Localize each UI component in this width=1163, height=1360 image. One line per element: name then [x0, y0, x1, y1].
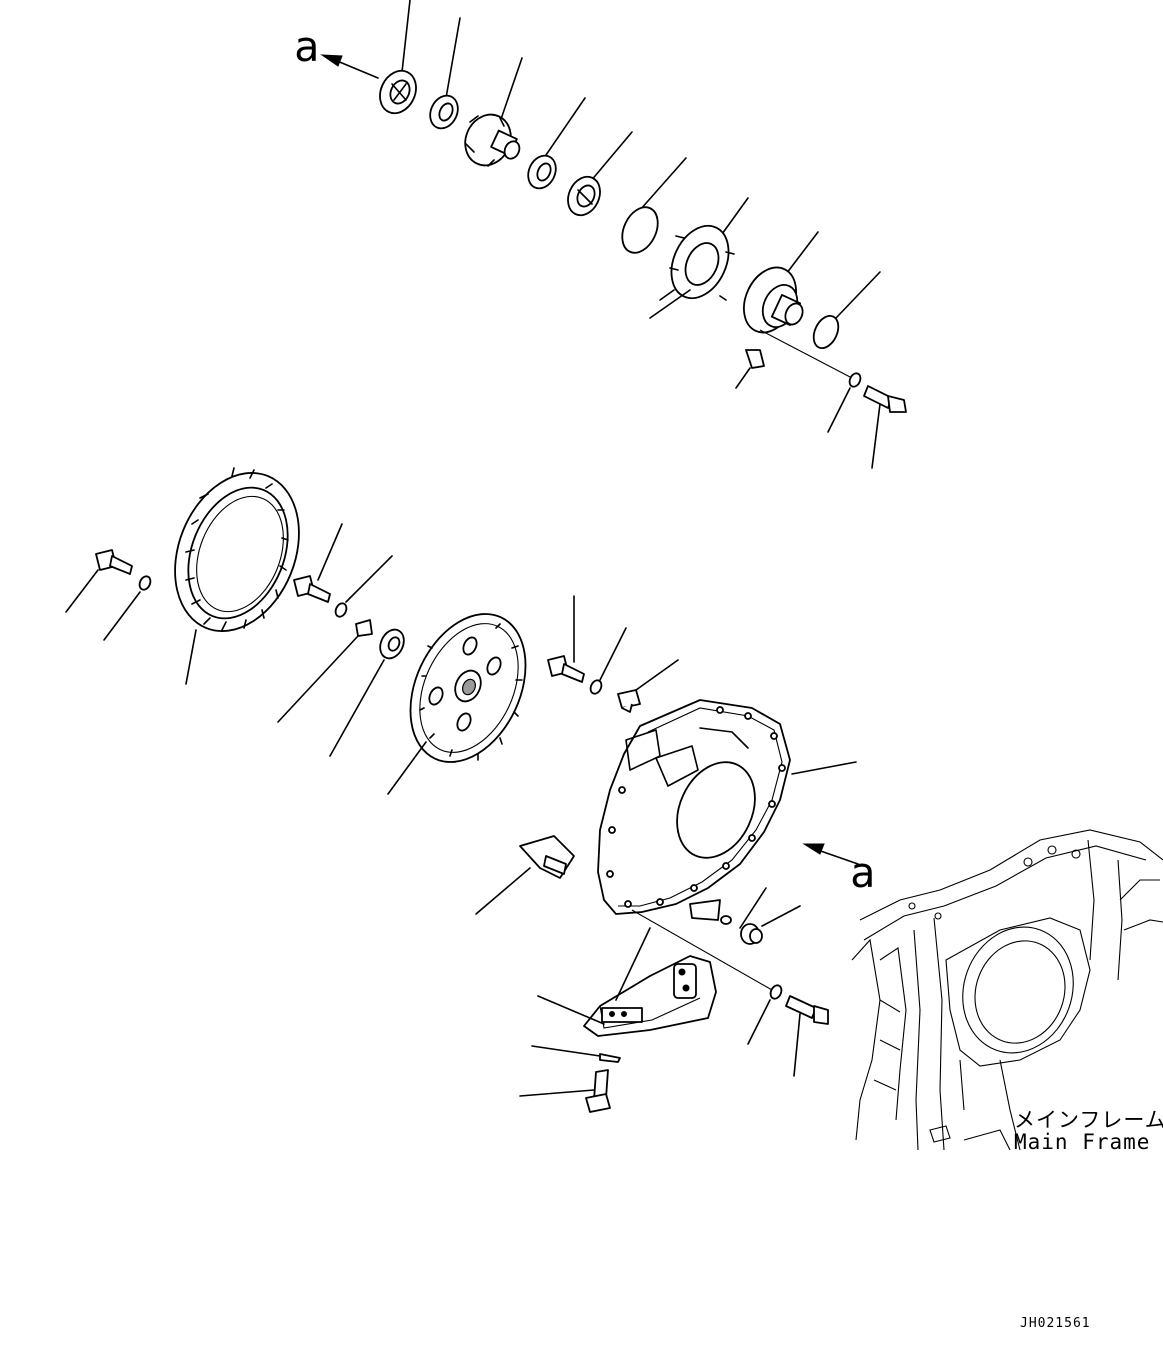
nut-housing — [739, 887, 801, 945]
washer-bolt-top — [759, 329, 907, 469]
bolt-left-1 — [65, 549, 133, 613]
small-o-ring — [720, 915, 732, 925]
pinion-gear — [464, 113, 521, 167]
washer-left-1 — [103, 575, 152, 641]
seal-ring-1 — [379, 69, 417, 115]
washer-housing — [589, 627, 627, 695]
washer-bottom — [747, 984, 783, 1045]
bearing-2 — [527, 154, 557, 190]
arrow-a-top — [320, 54, 379, 79]
arrow-a-right-label: a — [850, 848, 876, 897]
shim-plate — [649, 224, 735, 319]
bolt-left-2 — [293, 523, 343, 603]
assembly-axis — [631, 909, 773, 991]
arrow-a-right — [802, 843, 859, 865]
arrow-a-top-label: a — [294, 22, 320, 71]
seal-ring-2 — [567, 175, 601, 217]
lock-plate — [277, 619, 373, 723]
nut-left — [329, 628, 405, 757]
hub-plate — [387, 613, 527, 795]
pin-bracket — [475, 835, 575, 915]
grease-fitting — [531, 1045, 621, 1063]
main-frame — [851, 829, 1163, 1151]
ring-gear-teeth — [185, 467, 289, 631]
bearing-cage — [743, 266, 804, 334]
support-bracket — [537, 927, 717, 1037]
washer-left-2 — [334, 555, 393, 618]
o-ring-1 — [621, 206, 659, 254]
main-frame-en-label: Main Frame — [1014, 1130, 1151, 1154]
bolt-housing — [547, 595, 585, 683]
drawing-number: JH021561 — [1020, 1316, 1091, 1331]
main-frame-jp-label: メインフレーム — [1014, 1108, 1163, 1132]
housing-bolt-holes — [606, 706, 786, 908]
plug — [735, 349, 765, 389]
bearing-1 — [429, 94, 459, 130]
leader-lines-top — [401, 0, 881, 319]
bolt-bottom — [785, 995, 829, 1077]
bolt-bracket — [519, 1069, 611, 1113]
o-ring-2 — [812, 315, 840, 349]
clip — [617, 659, 679, 713]
flywheel-housing — [597, 699, 857, 921]
ring-gear — [174, 467, 300, 685]
